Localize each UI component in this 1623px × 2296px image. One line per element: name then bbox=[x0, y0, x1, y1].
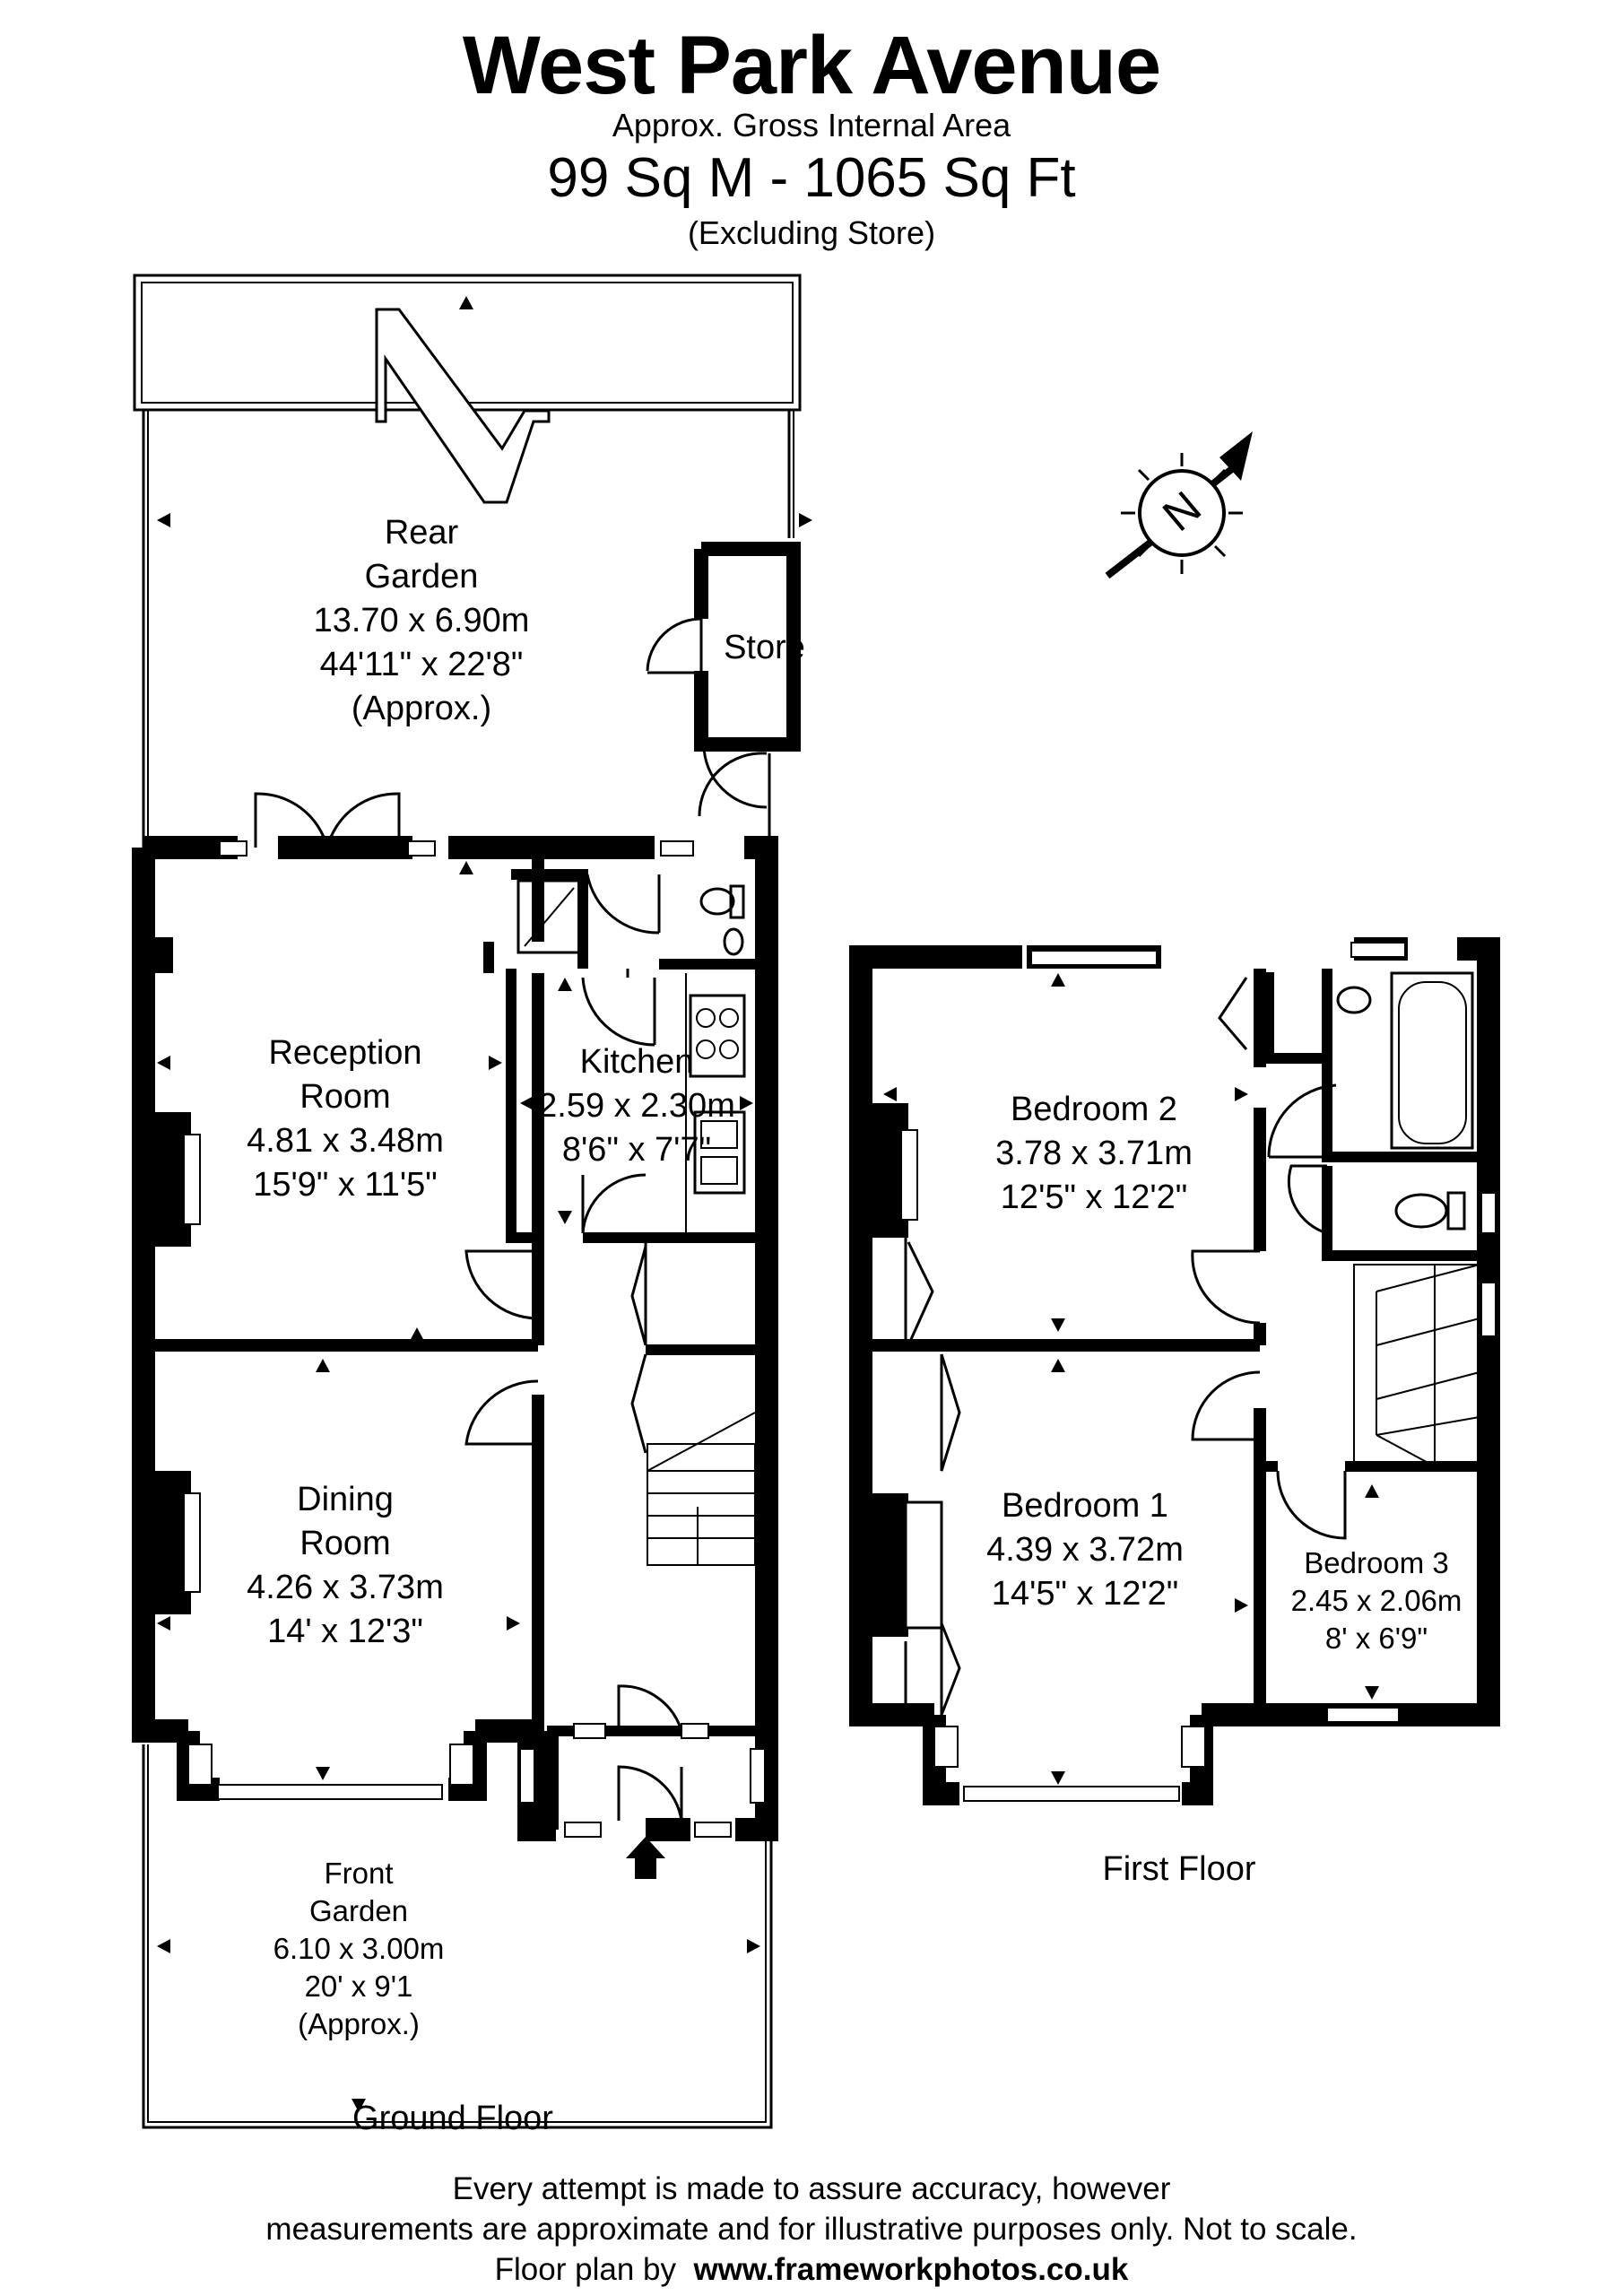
first-floor-plan bbox=[849, 937, 1500, 1805]
area-label: Approx. Gross Internal Area bbox=[612, 107, 1011, 144]
shower-room-door bbox=[586, 874, 661, 935]
kitchen-label: Kitchen 2.59 x 2.30m 8'6" x 7'7" bbox=[538, 1043, 735, 1169]
rear-fence bbox=[133, 274, 802, 412]
hall-door bbox=[617, 1684, 683, 1732]
entry-arrow bbox=[626, 1837, 665, 1879]
reception-door bbox=[464, 1249, 539, 1320]
store-door bbox=[646, 617, 703, 674]
dining-room-label: Dining Room 4.26 x 3.73m 14' x 12'3" bbox=[247, 1481, 444, 1650]
credit-prefix: Floor plan by bbox=[494, 2252, 676, 2287]
first-floor-label: First Floor bbox=[1102, 1850, 1256, 1888]
measurement-arrows bbox=[157, 296, 1379, 2112]
first-floor-stairs bbox=[1353, 1264, 1480, 1467]
credit-url[interactable]: www.frameworkphotos.co.uk bbox=[693, 2252, 1129, 2287]
rear-double-doors bbox=[254, 792, 401, 848]
kitchen-door bbox=[581, 977, 655, 1047]
front-door bbox=[617, 1765, 683, 1822]
rear-garden-label: Rear Garden 13.70 x 6.90m 44'11" x 22'8"… bbox=[313, 514, 530, 727]
bedroom-2-door bbox=[1191, 1249, 1261, 1325]
front-garden-fence bbox=[142, 1744, 773, 2129]
reception-room-label: Reception Room 4.81 x 3.48m 15'9" x 11'5… bbox=[247, 1034, 444, 1204]
ground-floor-plan bbox=[132, 274, 802, 2129]
compass-rose bbox=[1105, 431, 1253, 579]
ground-floor-stairs bbox=[647, 1412, 756, 1566]
dining-door bbox=[464, 1379, 539, 1446]
bedroom-3-door bbox=[1276, 1470, 1347, 1540]
bedroom-3-label: Bedroom 3 2.45 x 2.06m 8' x 6'9" bbox=[1290, 1546, 1462, 1655]
store-label: Store bbox=[724, 629, 805, 666]
bedroom-2-label: Bedroom 2 3.78 x 3.71m 12'5" x 12'2" bbox=[995, 1091, 1193, 1216]
store-walls bbox=[694, 542, 801, 752]
ground-floor-outer-walls bbox=[143, 836, 778, 1841]
kitchen-walls bbox=[506, 969, 758, 1243]
credit-line: Floor plan by www.frameworkphotos.co.uk bbox=[0, 2251, 1623, 2289]
area-value: 99 Sq M - 1065 Sq Ft bbox=[547, 147, 1076, 209]
wc-door bbox=[1287, 1164, 1328, 1235]
ground-floor-label: Ground Floor bbox=[352, 2100, 553, 2137]
page-title: West Park Avenue bbox=[462, 20, 1161, 111]
bathroom-door bbox=[1267, 1083, 1337, 1159]
disclaimer-line-2: measurements are approximate and for ill… bbox=[265, 2212, 1358, 2247]
front-garden-label: Front Garden 6.10 x 3.00m 20' x 9'1 (App… bbox=[273, 1857, 445, 2040]
area-note: (Excluding Store) bbox=[687, 214, 936, 251]
disclaimer-line-1: Every attempt is made to assure accuracy… bbox=[452, 2171, 1171, 2206]
bedroom-1-label: Bedroom 1 4.39 x 3.72m 14'5" x 12'2" bbox=[986, 1487, 1184, 1613]
fence-break bbox=[375, 308, 551, 504]
bedroom-1-door bbox=[1191, 1370, 1261, 1441]
